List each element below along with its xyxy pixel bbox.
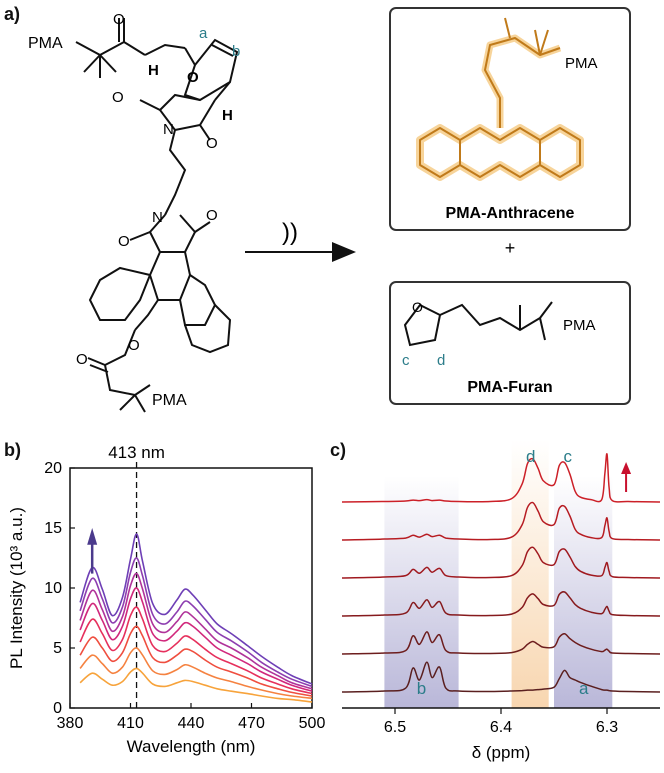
pl-series-line-4 [79, 606, 313, 695]
atom-o-carbonyl-top: O [113, 11, 125, 28]
y-tick-label: 20 [44, 460, 62, 477]
site-b-label: b [232, 43, 240, 60]
pl-series-line-6 [79, 572, 313, 690]
plus-sign: + [505, 238, 516, 258]
pl-series-line-5 [79, 587, 313, 692]
shaded-region-b [384, 476, 459, 708]
product-furan-box [389, 281, 631, 405]
annotation-413nm: 413 nm [108, 443, 165, 462]
panel-a-label: a) [4, 4, 21, 24]
atom-n-1: N [163, 121, 174, 138]
pma-bottom-label: PMA [152, 392, 187, 409]
nmr-spectrum-chart: 6.5 6.4 6.3 δ (ppm) b d c a [341, 440, 661, 762]
atom-o-imide-1: O [112, 89, 124, 106]
anthracene-name: PMA-Anthracene [446, 205, 575, 222]
atom-n-2: N [152, 209, 163, 226]
y-tick-label: 10 [44, 580, 62, 597]
pl-series-line-3 [79, 625, 313, 697]
pl-series-line-7 [79, 557, 313, 688]
atom-h-2: H [222, 107, 233, 124]
y-tick-label: 0 [53, 700, 62, 717]
x-axis-label: Wavelength (nm) [127, 737, 256, 756]
x-tick-label: 380 [57, 715, 84, 732]
x-tick-label: 470 [238, 715, 265, 732]
atom-o-ester-bottom: O [128, 337, 140, 354]
nmr-trace-6 [341, 453, 661, 503]
x-tick-label: 6.3 [596, 719, 618, 736]
panel-c-label: c) [330, 440, 347, 460]
y-tick-label: 15 [44, 520, 62, 537]
x-tick-label: 6.5 [384, 719, 406, 736]
reactant-molecule [75, 18, 239, 413]
pl-series-line-8 [79, 533, 313, 685]
anthracene-molecule [416, 17, 584, 181]
region-label-a: a [579, 679, 589, 698]
shaded-region-d [511, 440, 549, 708]
increase-arrow-head [87, 528, 98, 545]
pl-series-line-2 [79, 647, 313, 700]
nmr-trace-3 [341, 591, 661, 617]
pma-top-label: PMA [28, 35, 63, 52]
site-d-label: d [437, 352, 445, 369]
site-c-label: c [402, 352, 410, 369]
x-tick-label: 6.4 [490, 719, 512, 736]
x-tick-label: 440 [178, 715, 205, 732]
pl-series-line-1 [79, 667, 313, 703]
furan-pma-label: PMA [563, 317, 596, 334]
y-tick-label: 5 [53, 640, 62, 657]
atom-o-imide-2: O [206, 135, 218, 152]
ultrasound-icon: )) [282, 219, 298, 246]
region-label-b: b [417, 679, 426, 698]
furan-molecule [403, 301, 553, 347]
region-label-c: c [564, 447, 573, 466]
nmr-trace-1 [341, 661, 661, 693]
reaction-scheme: PMA PMA a b H H O O O N N O O O O O )) P… [28, 7, 631, 413]
x-tick-label: 500 [299, 715, 326, 732]
atom-o-bridge: O [187, 69, 199, 86]
site-a-label: a [199, 25, 208, 42]
furan-name: PMA-Furan [467, 379, 552, 396]
plot-frame [69, 467, 313, 709]
x-tick-label: 410 [117, 715, 144, 732]
increase-arrow-head [621, 462, 632, 474]
atom-o-imide-4: O [206, 207, 218, 224]
nmr-trace-4 [341, 546, 661, 579]
atom-o-carbonyl-bottom: O [76, 351, 88, 368]
nmr-trace-5 [341, 501, 661, 541]
x-axis-label: δ (ppm) [472, 743, 531, 762]
atom-h-1: H [148, 62, 159, 79]
anthracene-pma-label: PMA [565, 55, 598, 72]
y-axis-label: PL Intensity (10³ a.u.) [7, 507, 26, 669]
furan-ring-o: O [412, 299, 423, 315]
nmr-trace-2 [341, 631, 661, 655]
region-label-d: d [526, 447, 535, 466]
atom-o-imide-3: O [118, 233, 130, 250]
panel-b-label: b) [4, 440, 21, 460]
